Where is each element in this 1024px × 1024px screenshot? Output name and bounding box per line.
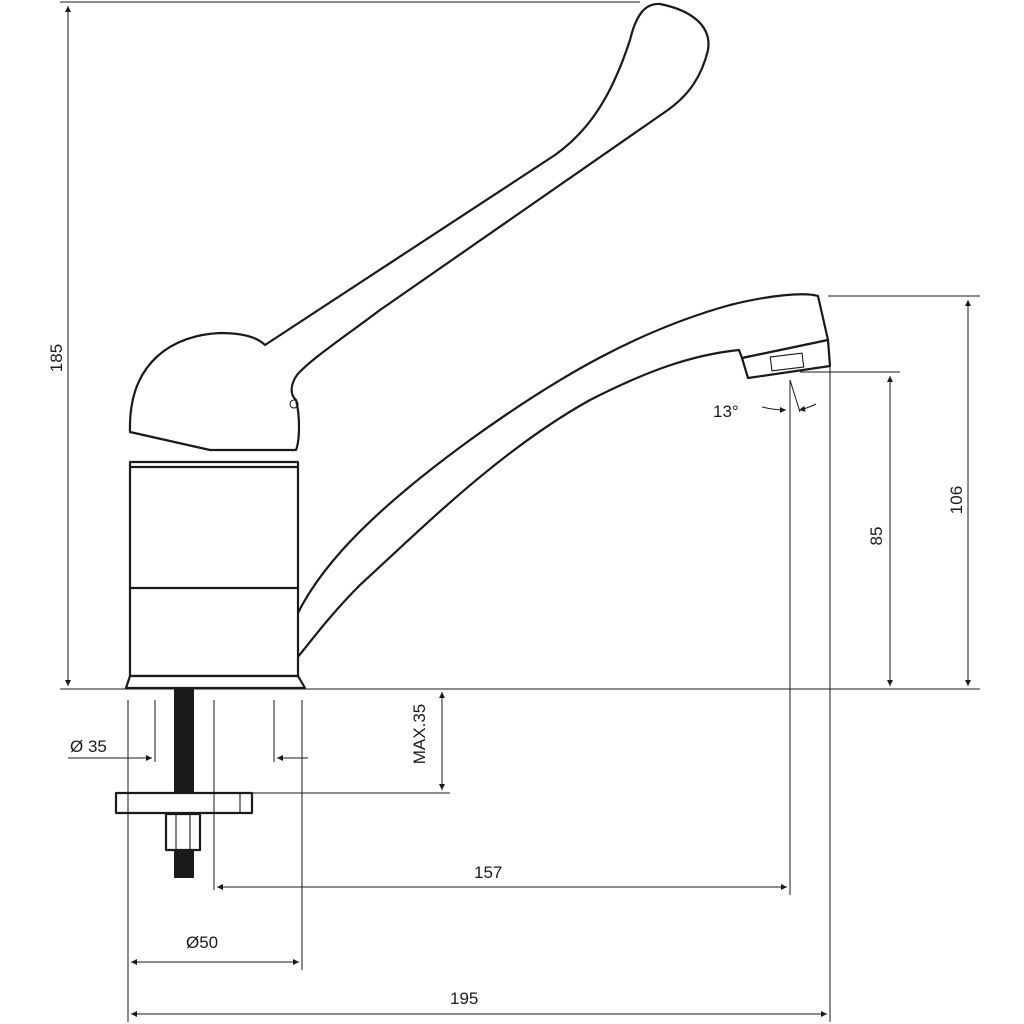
label-outlet-height: 85 [867, 527, 886, 546]
faucet [114, 2, 832, 878]
label-pipe-diameter: Ø 35 [70, 737, 107, 756]
label-total-height: 185 [47, 344, 66, 372]
label-mount-depth: MAX.35 [410, 704, 429, 764]
label-spout-reach: 157 [474, 863, 502, 882]
label-base-diameter: Ø50 [186, 933, 218, 952]
spout [282, 293, 830, 667]
label-spout-angle: 13° [713, 402, 739, 421]
mounting-nut [164, 812, 202, 852]
mounting-plate [114, 791, 254, 815]
lever-handle [128, 2, 710, 452]
dimension-lines [65, 5, 971, 1017]
label-spout-height: 106 [947, 486, 966, 514]
handle-screw [289, 399, 299, 409]
extension-lines [60, 1, 980, 1022]
aerator-slot [769, 352, 805, 372]
angle-arrow-left [761, 406, 787, 413]
body-cylinder [128, 460, 300, 678]
angle-arrow-right [798, 403, 817, 412]
rod-tip [174, 850, 194, 878]
dimension-labels: 185 106 85 MAX.35 Ø 35 157 Ø50 195 13° [47, 344, 966, 1008]
label-total-length: 195 [450, 989, 478, 1008]
angle-ray [789, 379, 801, 413]
base-ring [124, 674, 307, 690]
